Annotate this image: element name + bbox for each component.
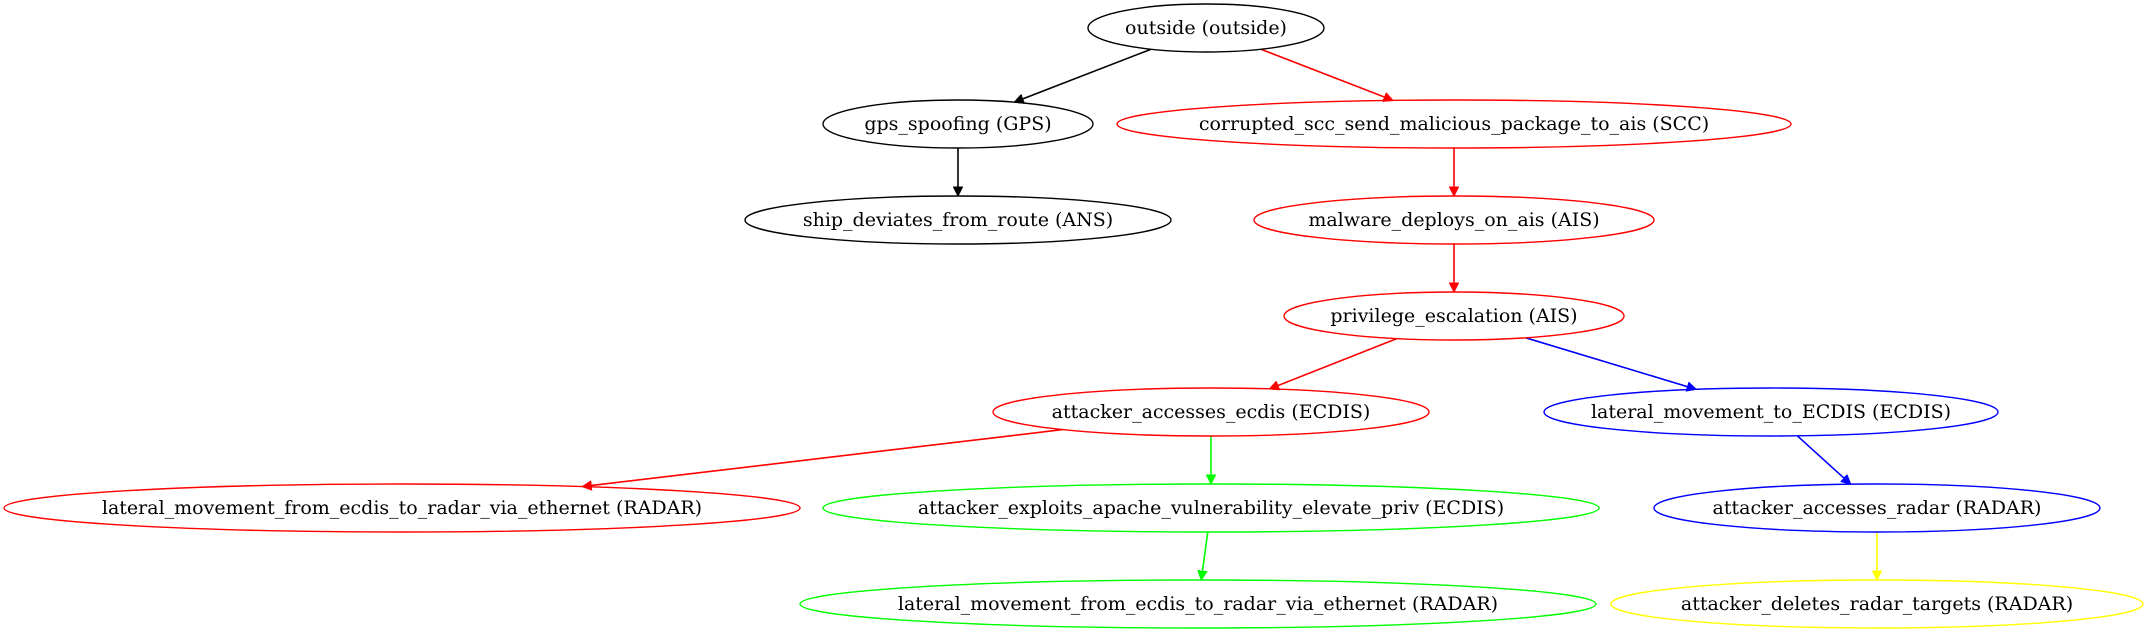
edge-privilege_escalation-to-lateral_movement_to_ecdis [1525,337,1696,390]
node-label: attacker_exploits_apache_vulnerability_e… [918,497,1504,519]
node-ellipse [1116,99,1792,149]
nodes-layer: outside (outside) gps_spoofing (GPS) corru… [3,3,2144,629]
edge-apache_exploit-to-lateral_radar_green [1201,531,1209,580]
node-lateral-radar-red: lateral_movement_from_ecdis_to_radar_via… [3,483,801,533]
node-lateral-movement-to-ecdis: lateral_movement_to_ECDIS (ECDIS) [1543,387,1999,437]
node-gps-spoofing: gps_spoofing (GPS) [822,99,1094,149]
node-label: outside (outside) [1125,17,1287,39]
node-ellipse [1610,579,2144,629]
edge-lateral_movement_to_ecdis-to-attacker_accesses_radar [1796,435,1850,484]
edge-outside-to-corrupted_scc [1260,48,1393,100]
node-label: attacker_accesses_radar (RADAR) [1713,497,2042,519]
node-attacker-accesses-radar: attacker_accesses_radar (RADAR) [1653,483,2101,533]
node-label: ship_deviates_from_route (ANS) [803,209,1113,231]
node-deletes-radar-targets: attacker_deletes_radar_targets (RADAR) [1610,579,2144,629]
edge-outside-to-gps_spoofing [1014,48,1152,102]
node-ellipse [1087,3,1325,53]
edges-layer [582,48,1877,580]
node-label: lateral_movement_from_ecdis_to_radar_via… [898,593,1498,615]
node-ellipse [744,195,1172,245]
node-label: malware_deploys_on_ais (AIS) [1308,209,1599,231]
node-lateral-radar-green: lateral_movement_from_ecdis_to_radar_via… [799,579,1597,629]
node-ellipse [822,99,1094,149]
node-label: attacker_deletes_radar_targets (RADAR) [1681,593,2073,615]
node-malware-deploys: malware_deploys_on_ais (AIS) [1253,195,1655,245]
node-ellipse [799,579,1597,629]
node-ellipse [3,483,801,533]
node-corrupted-scc: corrupted_scc_send_malicious_package_to_… [1116,99,1792,149]
node-label: attacker_accesses_ecdis (ECDIS) [1052,401,1371,423]
node-label: lateral_movement_from_ecdis_to_radar_via… [102,497,702,519]
node-ellipse [1543,387,1999,437]
node-label: privilege_escalation (AIS) [1330,305,1577,327]
edge-privilege_escalation-to-attacker_accesses_ecdis [1270,337,1398,389]
node-ellipse [1253,195,1655,245]
node-ellipse [992,387,1430,437]
node-ship-deviates: ship_deviates_from_route (ANS) [744,195,1172,245]
node-ellipse [1653,483,2101,533]
edge-attacker_accesses_ecdis-to-lateral_radar_red [582,428,1063,487]
node-ellipse [822,483,1600,533]
node-privilege-escalation: privilege_escalation (AIS) [1283,291,1625,341]
node-outside: outside (outside) [1087,3,1325,53]
node-attacker-accesses-ecdis: attacker_accesses_ecdis (ECDIS) [992,387,1430,437]
node-label: lateral_movement_to_ECDIS (ECDIS) [1591,401,1951,423]
node-apache-exploit: attacker_exploits_apache_vulnerability_e… [822,483,1600,533]
node-ellipse [1283,291,1625,341]
node-label: corrupted_scc_send_malicious_package_to_… [1199,113,1709,135]
node-label: gps_spoofing (GPS) [864,113,1051,135]
